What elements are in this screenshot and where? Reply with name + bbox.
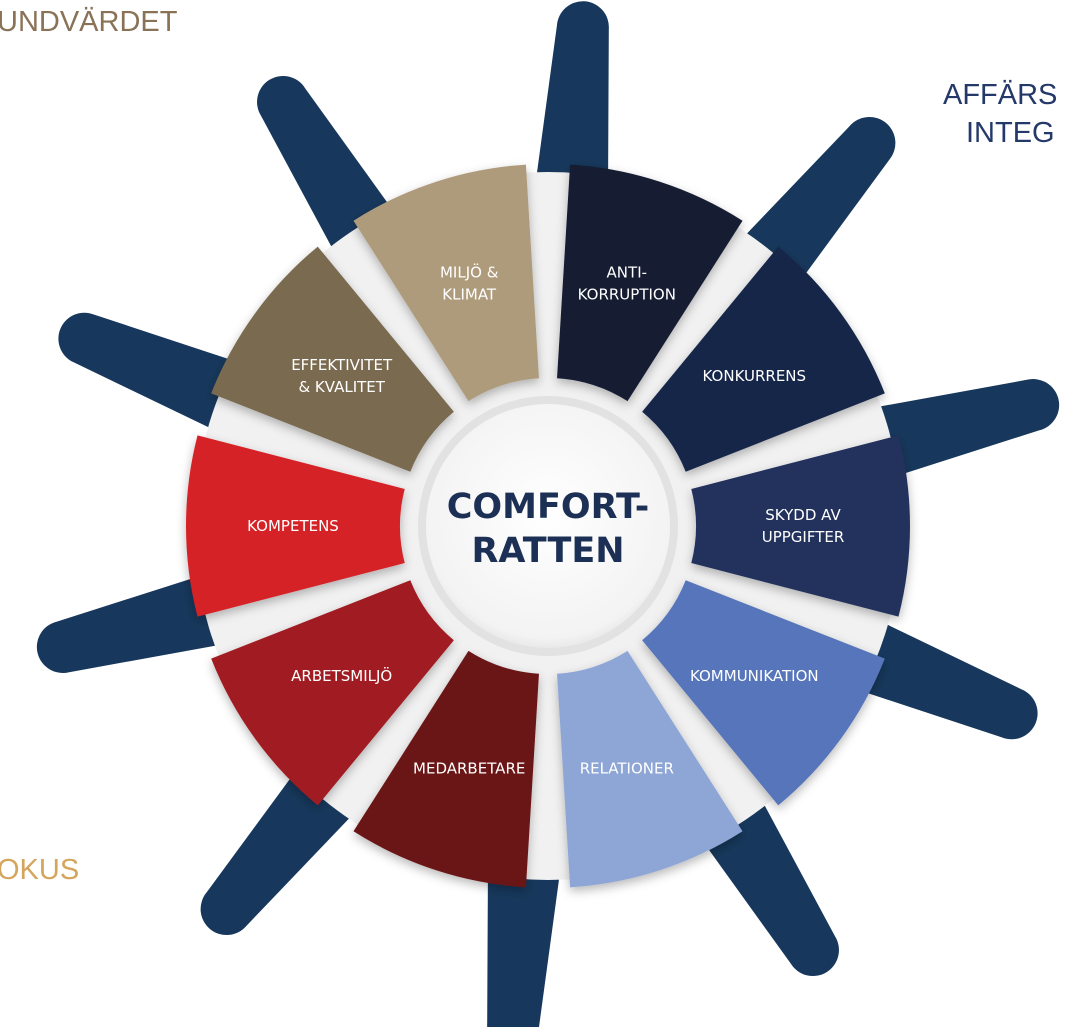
segment-label: KOMPETENS	[247, 517, 339, 535]
hub-title-line2: RATTEN	[471, 531, 624, 571]
wheel-segment	[642, 246, 885, 472]
side-label-fokus: OKUS	[0, 854, 80, 886]
side-label-integ: INTEG	[966, 117, 1055, 149]
segment-label: EFFEKTIVITET& KVALITET	[291, 356, 393, 396]
segment-label: ARBETSMILJÖ	[291, 666, 392, 685]
segment-label: RELATIONER	[580, 760, 674, 778]
wheel-segment	[353, 650, 539, 888]
wheel-segment	[185, 435, 405, 617]
hub-center	[426, 404, 670, 648]
wheel-segment	[211, 246, 454, 472]
wheel-segment	[557, 164, 743, 402]
hub-title-line1: COMFORT-	[447, 487, 650, 527]
wheel-segment	[353, 164, 539, 402]
wheel-segment	[557, 650, 743, 888]
segment-label: KONKURRENS	[703, 367, 807, 385]
segment-label: MILJÖ &KLIMAT	[440, 262, 499, 303]
side-label-kundvardet: UNDVÄRDET	[0, 6, 178, 38]
wheel-segment	[691, 435, 910, 617]
side-label-affars: AFFÄRS	[943, 79, 1058, 111]
wheel-segment	[642, 580, 885, 806]
segment-label: MEDARBETARE	[413, 760, 525, 778]
segment-label: ANTI-KORRUPTION	[578, 263, 676, 303]
wheel-segment	[211, 580, 454, 806]
segment-label: KOMMUNIKATION	[690, 667, 819, 685]
